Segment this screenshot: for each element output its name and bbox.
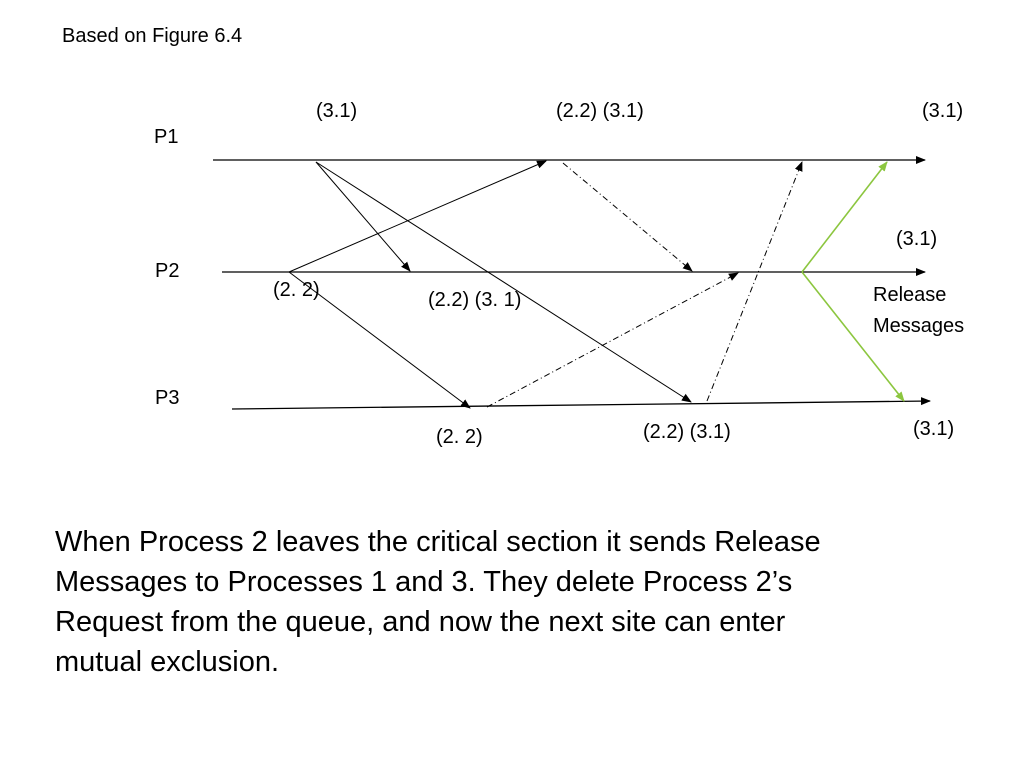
msg-p1-to-p3 [315,161,692,403]
reply-p3-to-p2 [486,272,739,408]
release-label-line1: Release [873,284,947,306]
figure-caption: Based on Figure 6.4 [62,25,243,47]
reply-p1-to-p2 [562,162,693,272]
p2-queue-label: (2.2) (3. 1) [428,289,522,311]
p3-timeline [231,397,931,410]
process-label-p3: P3 [155,387,180,409]
process-label-p1: P1 [154,126,179,148]
explanation-paragraph: When Process 2 leaves the critical secti… [55,522,985,682]
release-label-line2: Messages [873,315,965,337]
paragraph-line: When Process 2 leaves the critical secti… [55,526,821,558]
p3-timestamp-label: (2. 2) [436,426,483,448]
paragraph-line: Messages to Processes 1 and 3. They dele… [55,566,793,598]
msg-p2-to-p1 [288,160,547,273]
msg-p2-to-p3 [288,271,471,409]
paragraph-line: Request from the queue, and now the next… [55,606,786,638]
process-label-p2: P2 [155,260,180,282]
p2-final-queue-label: (3.1) [896,228,938,250]
p2-timestamp-label: (2. 2) [273,279,320,301]
release-p2-to-p3 [801,271,905,402]
release-p2-to-p1 [801,161,888,273]
p1-timestamp-label: (3.1) [316,100,358,122]
paragraph-line: mutual exclusion. [55,646,280,678]
p1-final-queue-label: (3.1) [922,100,964,122]
msg-p1-to-p2 [315,161,411,272]
p1-queue-label: (2.2) (3.1) [556,100,644,122]
p3-final-queue-label: (3.1) [913,418,955,440]
reply-p3-to-p1 [706,161,803,402]
p3-queue-label: (2.2) (3.1) [643,421,731,443]
